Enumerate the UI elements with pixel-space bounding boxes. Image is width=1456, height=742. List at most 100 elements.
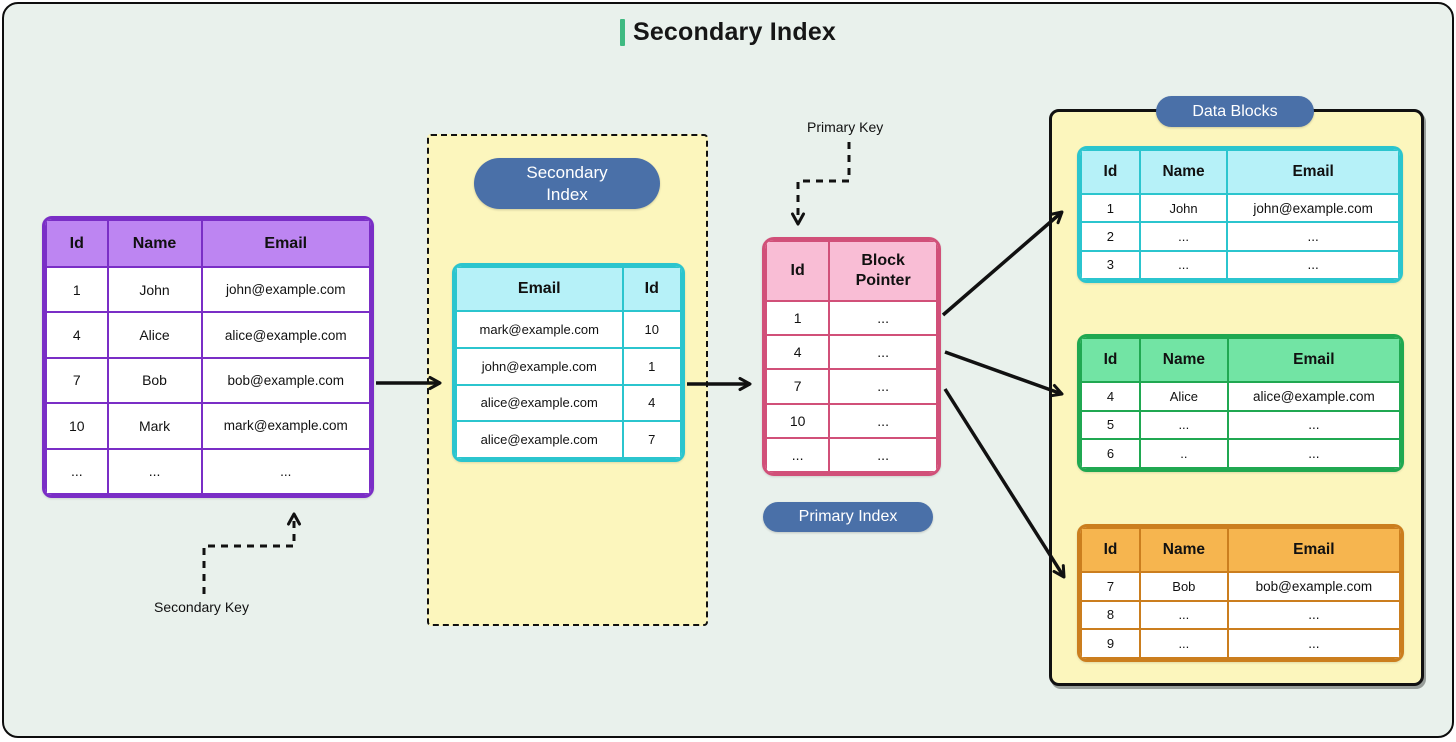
primary-key-label: Primary Key	[807, 119, 884, 135]
table-cell: Alice	[1139, 381, 1229, 412]
table-row: 7...	[765, 368, 938, 405]
table-cell: mark@example.com	[455, 310, 624, 349]
table-row: 2......	[1080, 221, 1400, 252]
column-header: Id	[1080, 527, 1141, 573]
column-header: Email	[1226, 149, 1400, 195]
table-cell: bob@example.com	[200, 356, 371, 405]
arrow-primary-to-block1	[941, 210, 1064, 317]
column-header: Email	[1226, 337, 1401, 383]
table-cell: Alice	[106, 311, 203, 359]
column-header: Block Pointer	[828, 240, 938, 302]
table-cell: ...	[200, 447, 371, 495]
table-cell: ...	[828, 402, 938, 439]
table-cell: bob@example.com	[1226, 571, 1401, 602]
table-cell: ...	[1226, 628, 1401, 659]
table-cell: 7	[1080, 571, 1141, 602]
primary-index-pill: Primary Index	[763, 502, 933, 532]
arrow-primary-key	[791, 142, 851, 226]
table-cell: 1	[765, 299, 831, 337]
table-cell: ...	[828, 334, 938, 371]
table-row: 8......	[1080, 599, 1401, 631]
table-cell: ...	[828, 299, 938, 337]
table-cell: 6	[1080, 438, 1141, 469]
table-cell: ...	[1139, 409, 1229, 441]
table-row: 4...	[765, 334, 938, 371]
table-cell: Bob	[106, 356, 203, 405]
table-cell: 10	[45, 402, 109, 450]
table-cell: mark@example.com	[200, 402, 371, 450]
arrow-primary-to-block3	[943, 388, 1066, 579]
table-cell: john@example.com	[200, 265, 371, 314]
table-cell: ...	[828, 368, 938, 405]
table-cell: ...	[1226, 221, 1400, 252]
title-accent-bar	[619, 19, 625, 46]
table-cell: John	[106, 265, 203, 314]
table-cell: 3	[1080, 249, 1141, 280]
table-cell: 1	[1080, 192, 1141, 224]
table-cell: 4	[765, 334, 831, 371]
table-cell: ...	[828, 436, 938, 473]
table-cell: ...	[1226, 249, 1400, 280]
table-cell: ...	[1138, 249, 1229, 280]
table-cell: alice@example.com	[455, 420, 624, 459]
column-header: Email	[455, 266, 624, 312]
table-cell: alice@example.com	[1226, 381, 1401, 412]
column-header: Id	[1080, 149, 1141, 195]
table-cell: Mark	[106, 402, 203, 450]
table-cell: ...	[106, 447, 203, 495]
table-cell: 1	[621, 346, 682, 386]
table-row: 9......	[1080, 628, 1401, 659]
table-cell: alice@example.com	[200, 311, 371, 359]
table-cell: ...	[1139, 599, 1229, 631]
table-cell: 7	[45, 356, 109, 405]
table-row: 5......	[1080, 409, 1401, 441]
arrow-secondary-key	[202, 512, 301, 594]
table-cell: ...	[45, 447, 109, 495]
table-cell: ...	[1226, 409, 1401, 441]
column-header: Email	[200, 219, 371, 268]
table-cell: ...	[1226, 599, 1401, 631]
table-cell: 4	[45, 311, 109, 359]
table-cell: ...	[1139, 628, 1229, 659]
column-header: Id	[45, 219, 109, 268]
table-cell: alice@example.com	[455, 383, 624, 423]
table-cell: 8	[1080, 599, 1141, 631]
column-header: Name	[1139, 527, 1229, 573]
arrow-primary-to-block2	[944, 350, 1064, 398]
column-header: Name	[1138, 149, 1229, 195]
table-row: .........	[45, 447, 371, 495]
table-cell: ...	[1226, 438, 1401, 469]
table-cell: Bob	[1139, 571, 1229, 602]
data-blocks-pill: Data Blocks	[1156, 96, 1314, 127]
table-cell: 4	[621, 383, 682, 423]
table-cell: 7	[621, 420, 682, 459]
column-header: Id	[1080, 337, 1141, 383]
secondary-index-pill: Secondary Index	[474, 158, 660, 209]
page-title-row: Secondary Index	[4, 18, 1452, 47]
table-cell: 10	[765, 402, 831, 439]
table-row: 1...	[765, 299, 938, 337]
table-row: 10...	[765, 402, 938, 439]
table-cell: 9	[1080, 628, 1141, 659]
table-cell: ..	[1139, 438, 1229, 469]
table-cell: John	[1138, 192, 1229, 224]
table-cell: 1	[45, 265, 109, 314]
table-row: ......	[765, 436, 938, 473]
